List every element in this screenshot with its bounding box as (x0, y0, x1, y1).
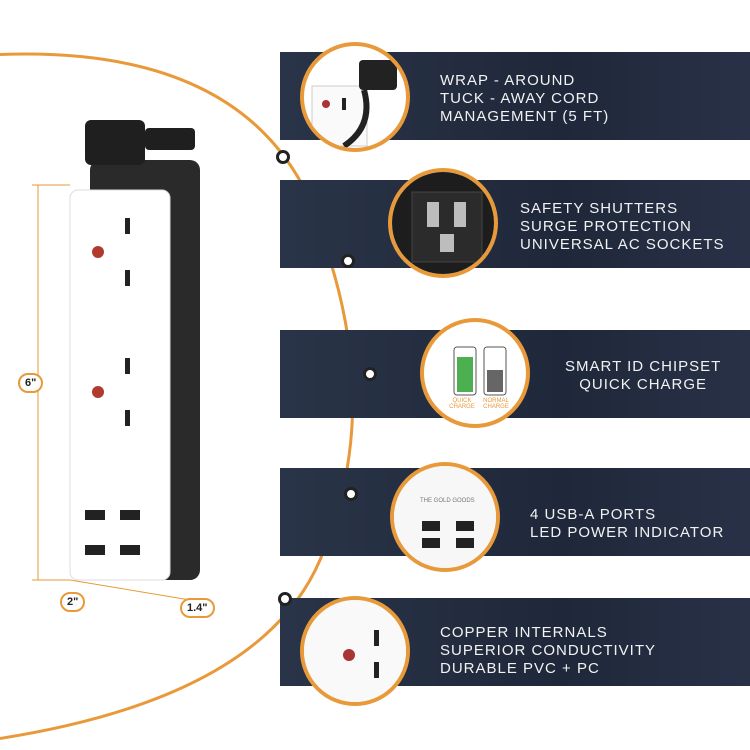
feature-line: SURGE PROTECTION (520, 218, 692, 235)
height-dimension: 6" (18, 373, 44, 393)
usb-ports-image: THE GOLD GOODS (390, 462, 500, 572)
feature-text-usb: 4 USB-A PORTS LED POWER INDICATOR (530, 506, 724, 542)
feature-line: LED POWER INDICATOR (530, 524, 725, 541)
feature-line: SAFETY SHUTTERS (520, 200, 679, 217)
quick-charge-label: QUICK CHARGE (449, 398, 475, 410)
battery-comparison-image: QUICK CHARGE NORMAL CHARGE (420, 318, 530, 428)
depth-dimension: 1.4" (180, 598, 215, 618)
feature-line: SUPERIOR CONDUCTIVITY (440, 642, 657, 659)
feature-text-copper: COPPER INTERNALS SUPERIOR CONDUCTIVITY D… (440, 624, 656, 678)
connector-dot (278, 592, 292, 606)
normal-charge-label: NORMAL CHARGE (483, 398, 509, 410)
feature-panel-usb: 4 USB-A PORTS LED POWER INDICATOR (280, 468, 750, 556)
feature-line: UNIVERSAL AC SOCKETS (520, 236, 725, 253)
feature-line: MANAGEMENT (5 FT) (440, 108, 610, 125)
feature-line: DURABLE PVC + PC (440, 660, 600, 677)
feature-line: QUICK CHARGE (579, 376, 708, 393)
connector-dot (344, 487, 358, 501)
feature-text-safety: SAFETY SHUTTERS SURGE PROTECTION UNIVERS… (520, 200, 725, 254)
brand-text: THE GOLD GOODS (420, 498, 475, 504)
feature-line: TUCK - AWAY CORD (440, 90, 600, 107)
width-dimension: 2" (60, 592, 86, 612)
connector-dot (363, 367, 377, 381)
cord-closeup-image (300, 42, 410, 152)
feature-panel-safety: SAFETY SHUTTERS SURGE PROTECTION UNIVERS… (280, 180, 750, 268)
shutter-closeup-image (388, 168, 498, 278)
power-strip-image (32, 120, 200, 601)
feature-line: SMART ID CHIPSET (565, 358, 722, 375)
feature-line: WRAP - AROUND (440, 72, 576, 89)
feature-line: COPPER INTERNALS (440, 624, 608, 641)
socket-closeup-image (300, 596, 410, 706)
feature-text-chipset: SMART ID CHIPSET QUICK CHARGE (565, 358, 721, 394)
feature-line: 4 USB-A PORTS (530, 506, 657, 523)
feature-text-cord: WRAP - AROUND TUCK - AWAY CORD MANAGEMEN… (440, 72, 609, 126)
connector-dot (341, 254, 355, 268)
connector-dot (276, 150, 290, 164)
